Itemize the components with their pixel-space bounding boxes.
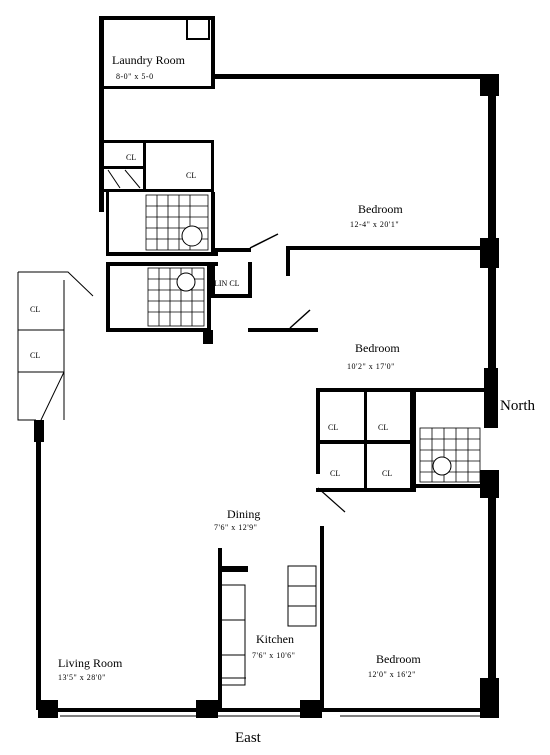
closet-label: CL [30, 351, 40, 360]
bottom-wall [38, 700, 480, 718]
kitchen-name: Kitchen [256, 632, 294, 646]
closet-label: CL [330, 469, 340, 478]
laundry-room-walls [99, 16, 215, 212]
bath-tile-lower [147, 267, 205, 327]
laundry-room-name: Laundry Room [112, 53, 186, 67]
bath-tile-upper [145, 194, 209, 251]
bedroom-1-name: Bedroom [358, 202, 403, 216]
kitchen-walls [218, 548, 317, 708]
closet-label: CL [328, 423, 338, 432]
closet-label: CL [186, 171, 196, 180]
dining-dims: 7'6" x 12'9" [214, 523, 257, 532]
bedroom-3-dims: 12'0" x 16'2" [368, 670, 416, 679]
closet-bath-core [104, 140, 279, 344]
left-wall [17, 271, 94, 710]
dining-name: Dining [227, 507, 260, 521]
compass-north-label: North [500, 398, 535, 414]
bedroom-1-dims: 12-4" x 20'1" [350, 220, 399, 229]
exterior-walls [211, 74, 499, 718]
kitchen-dims: 7'6" x 10'6" [252, 651, 295, 660]
closet-label: CL [30, 305, 40, 314]
living-room-dims: 13'5" x 28'0" [58, 673, 106, 682]
linen-closet-label: LIN CL [214, 279, 240, 288]
closet-label: CL [126, 153, 136, 162]
bath-tile-right [419, 427, 481, 483]
living-room-name: Living Room [58, 656, 123, 670]
bedroom-2-dims: 10'2" x 17'0" [347, 362, 395, 371]
bedroom-3-name: Bedroom [376, 652, 421, 666]
closet-label: CL [378, 423, 388, 432]
laundry-room-dims: 8-0" x 5-0 [116, 72, 154, 81]
compass-east-label: East [235, 730, 262, 746]
bedroom-partitions [248, 246, 488, 708]
bedroom-2-name: Bedroom [355, 341, 400, 355]
closet-label: CL [382, 469, 392, 478]
